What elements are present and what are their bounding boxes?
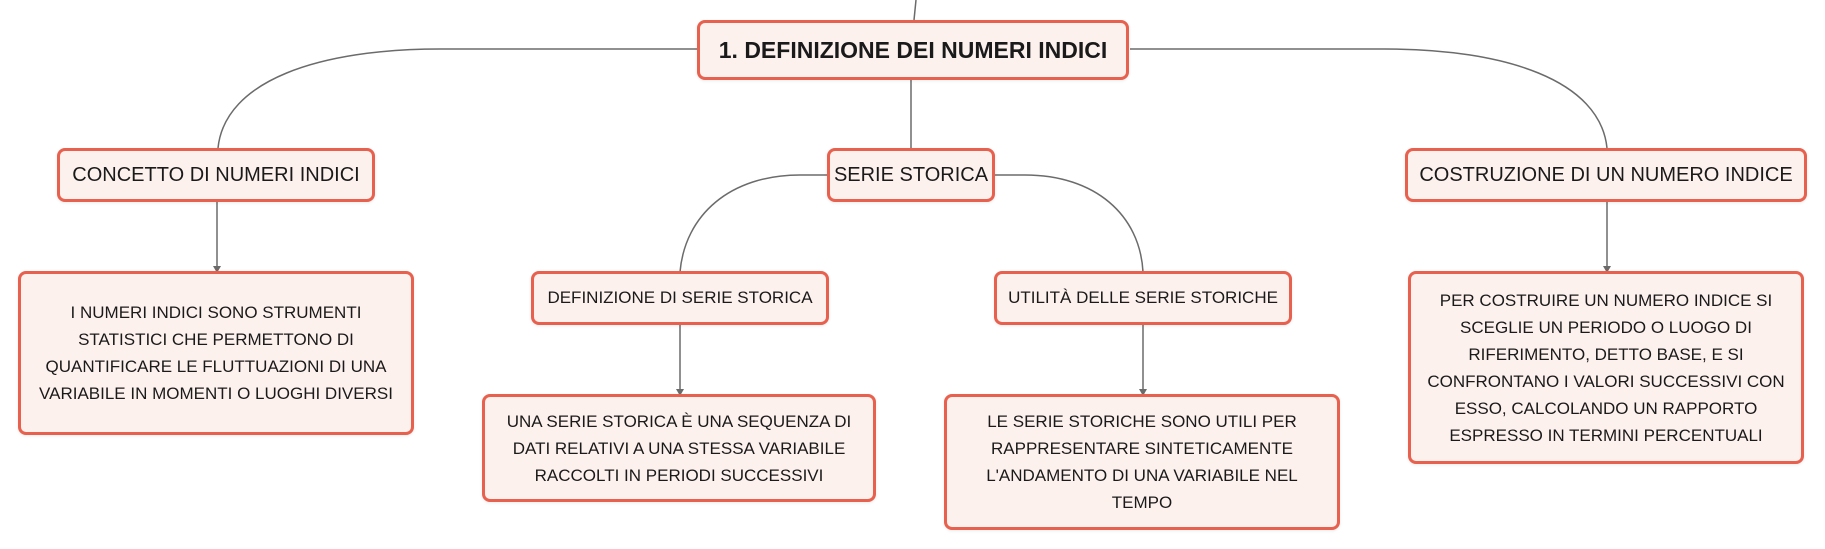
- detail-text: LE SERIE STORICHE SONO UTILI PER RAPPRES…: [986, 412, 1298, 512]
- detail-text: PER COSTRUIRE UN NUMERO INDICE SI SCEGLI…: [1427, 290, 1785, 445]
- topic-costruzione-di-un-numero-indice[interactable]: COSTRUZIONE DI UN NUMERO INDICE: [1405, 148, 1807, 202]
- central-topic-label: 1. DEFINIZIONE DEI NUMERI INDICI: [718, 36, 1108, 63]
- arrowhead-utilita-detail: [1139, 389, 1147, 396]
- connector-root-concetto: [217, 48, 697, 149]
- subtopic-label: UTILITÀ DELLE SERIE STORICHE: [1008, 288, 1278, 307]
- detail-text: UNA SERIE STORICA È UNA SEQUENZA DI DATI…: [506, 411, 852, 485]
- central-topic[interactable]: 1. DEFINIZIONE DEI NUMERI INDICI: [697, 20, 1129, 80]
- topic-label: CONCETTO DI NUMERI INDICI: [72, 163, 360, 186]
- detail-text: I NUMERI INDICI SONO STRUMENTI STATISTIC…: [39, 303, 393, 403]
- connector-parent-root: [913, 0, 917, 21]
- topic-concetto-di-numeri-indici[interactable]: CONCETTO DI NUMERI INDICI: [57, 148, 375, 202]
- connector-serie-definizione: [679, 174, 828, 273]
- connector-root-costruzione: [1130, 48, 1608, 149]
- detail-concetto-di-numeri-indici[interactable]: I NUMERI INDICI SONO STRUMENTI STATISTIC…: [18, 271, 414, 435]
- subtopic-label: DEFINIZIONE DI SERIE STORICA: [547, 288, 813, 307]
- detail-costruzione-di-un-numero-indice[interactable]: PER COSTRUIRE UN NUMERO INDICE SI SCEGLI…: [1408, 271, 1804, 464]
- topic-serie-storica[interactable]: SERIE STORICA: [827, 148, 995, 202]
- arrowhead-definizione-detail: [676, 389, 684, 396]
- detail-definizione-di-serie-storica[interactable]: UNA SERIE STORICA È UNA SEQUENZA DI DATI…: [482, 394, 876, 502]
- detail-utilita-delle-serie-storiche[interactable]: LE SERIE STORICHE SONO UTILI PER RAPPRES…: [944, 394, 1340, 530]
- connector-serie-utilita: [994, 174, 1144, 273]
- topic-label: COSTRUZIONE DI UN NUMERO INDICE: [1419, 163, 1793, 186]
- arrowhead-concetto-detail: [213, 266, 221, 273]
- subtopic-definizione-di-serie-storica[interactable]: DEFINIZIONE DI SERIE STORICA: [531, 271, 829, 325]
- arrowhead-costruzione-detail: [1603, 266, 1611, 273]
- topic-label: SERIE STORICA: [833, 163, 989, 186]
- subtopic-utilita-delle-serie-storiche[interactable]: UTILITÀ DELLE SERIE STORICHE: [994, 271, 1292, 325]
